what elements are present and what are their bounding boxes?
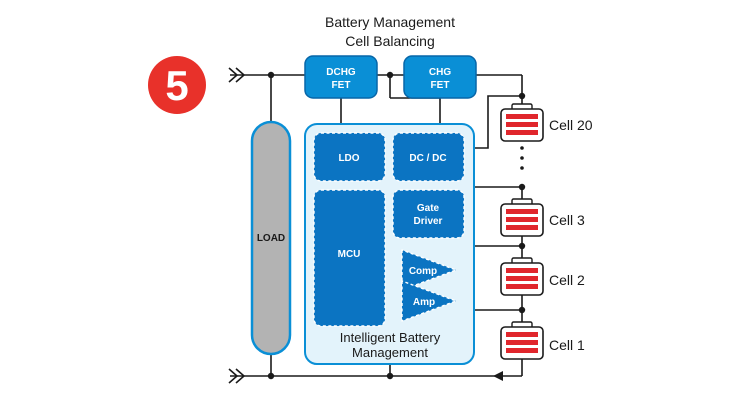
ldo-block (313, 132, 386, 182)
cell-3: Cell 3 (500, 198, 585, 237)
cell-2: Cell 2 (500, 257, 585, 296)
dchg-fet-line-2: FET (332, 80, 351, 91)
bms-caption-line-2: Management (352, 345, 428, 360)
current-arrow-icon (493, 371, 503, 381)
title-line-1: Battery Management (325, 14, 455, 30)
gate-driver-block (392, 189, 465, 239)
dcdc-label: DC / DC (409, 153, 446, 164)
gate-driver-line-1: Gate (417, 203, 440, 214)
comp-triangle (401, 249, 457, 291)
cell-20-label: Cell 20 (549, 117, 593, 133)
load-bar (250, 120, 292, 356)
dcdc-block (392, 132, 465, 182)
load-label: LOAD (257, 233, 285, 244)
ldo-label: LDO (338, 153, 359, 164)
junction-dots (267, 71, 526, 380)
cell-1-label: Cell 1 (549, 337, 585, 353)
amp-triangle (401, 280, 457, 322)
chg-fet: CHG FET (403, 55, 477, 99)
cell-3-label: Cell 3 (549, 212, 585, 228)
comp-label: Comp (409, 266, 437, 277)
cell-2-label: Cell 2 (549, 272, 585, 288)
amp-label: Amp (413, 297, 435, 308)
gate-driver-line-2: Driver (414, 216, 443, 227)
step-badge (148, 56, 206, 114)
dchg-fet-line-1: DCHG (326, 67, 356, 78)
title-line-2: Cell Balancing (345, 33, 435, 49)
mcu-label: MCU (338, 249, 361, 260)
chg-fet-line-1: CHG (429, 67, 451, 78)
cell-1: Cell 1 (500, 321, 585, 360)
cell-20: Cell 20 (500, 103, 593, 142)
bms-caption-line-1: Intelligent Battery (340, 330, 441, 345)
dchg-fet: DCHG FET (304, 55, 378, 99)
step-badge-number: 5 (165, 62, 188, 109)
mcu-block (313, 189, 386, 327)
chg-fet-line-2: FET (431, 80, 450, 91)
